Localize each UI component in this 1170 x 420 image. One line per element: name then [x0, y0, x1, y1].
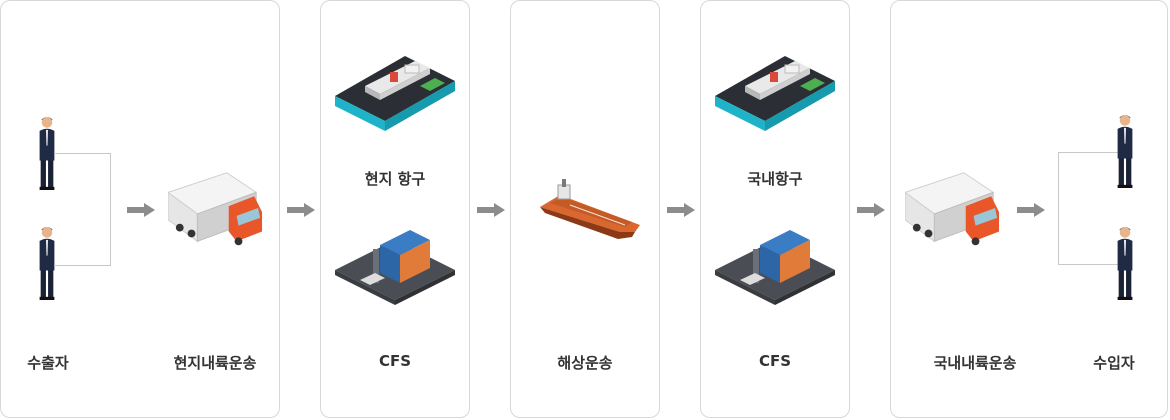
arrow-right-icon	[857, 203, 885, 217]
port-icon	[715, 55, 835, 132]
label-ocean: 해상운송	[557, 354, 613, 372]
label-cfs-2: CFS	[758, 352, 792, 370]
arrow-right-icon	[1017, 203, 1045, 217]
container-yard-icon	[335, 230, 455, 305]
label-cfs-1: CFS	[378, 352, 412, 370]
label-local-inland: 현지내륙운송	[173, 354, 257, 372]
arrow-right-icon	[667, 203, 695, 217]
port-icon	[335, 55, 455, 132]
exporter-bracket	[54, 153, 111, 266]
label-domestic-port: 국내항구	[747, 170, 803, 188]
label-local-port: 현지 항구	[364, 170, 426, 188]
importer-bracket	[1058, 152, 1118, 265]
cargo-ship-icon	[540, 178, 641, 240]
truck-icon	[905, 172, 1000, 246]
label-domestic-inland: 국내내륙운송	[933, 354, 1017, 372]
label-exporter: 수출자	[27, 354, 69, 372]
arrow-right-icon	[287, 203, 315, 217]
arrow-right-icon	[127, 203, 155, 217]
arrow-right-icon	[477, 203, 505, 217]
truck-icon	[168, 172, 263, 246]
importer-icon	[1117, 115, 1133, 188]
container-yard-icon	[715, 230, 835, 305]
importer-icon	[1117, 227, 1133, 300]
label-importer: 수입자	[1093, 354, 1135, 372]
